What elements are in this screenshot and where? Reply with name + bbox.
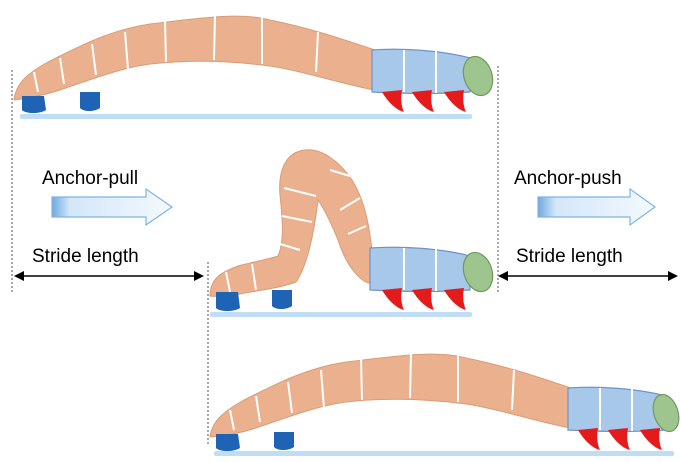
thoracic-legs-2 [382,288,466,310]
stride-length-right-label: Stride length [516,246,623,267]
thoracic-legs-3 [578,428,662,450]
front-segments-2 [370,247,470,291]
prolegs-3 [216,432,294,451]
front-segments-1 [372,49,470,93]
stage-2-looped [210,150,497,317]
stride-length-left-label: Stride length [32,246,139,267]
anchor-push-label: Anchor-push [514,168,622,189]
caterpillar-body-1 [14,16,375,100]
ground-line-3 [214,451,674,456]
anchor-pull-label: Anchor-pull [42,168,138,189]
thoracic-legs-1 [382,90,466,112]
ground-line-2 [210,312,472,317]
stride-length-right-arrow [498,271,678,281]
stage-3-extended [210,352,680,456]
anchor-pull-arrow [52,189,172,225]
stride-length-left-arrow [14,271,204,281]
front-segments-3 [568,387,666,431]
caterpillar-body-3 [210,354,571,437]
prolegs-2 [216,290,292,311]
stage-1-extended [14,14,497,119]
caterpillar-body-2 [210,150,372,297]
ground-line-1 [20,114,472,119]
anchor-push-arrow [538,189,655,225]
